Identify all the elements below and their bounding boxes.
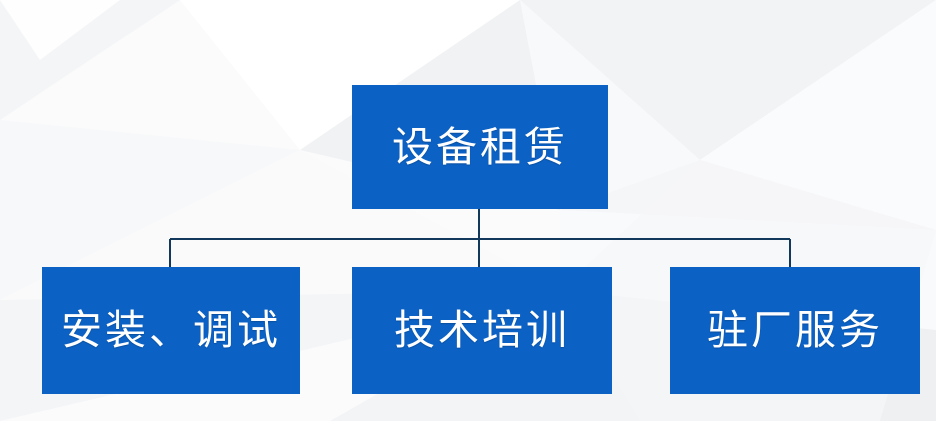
node-onsite-factory-service-label: 驻厂服务 [707, 307, 883, 353]
node-technical-training-label: 技术培训 [394, 307, 570, 353]
node-installation-debugging[interactable]: 安装、调试 [42, 267, 300, 394]
node-onsite-factory-service[interactable]: 驻厂服务 [670, 267, 920, 394]
node-equipment-leasing-label: 设备租赁 [392, 123, 568, 170]
node-technical-training[interactable]: 技术培训 [352, 267, 612, 394]
node-installation-debugging-label: 安装、调试 [61, 307, 281, 353]
node-equipment-leasing[interactable]: 设备租赁 [352, 85, 608, 209]
